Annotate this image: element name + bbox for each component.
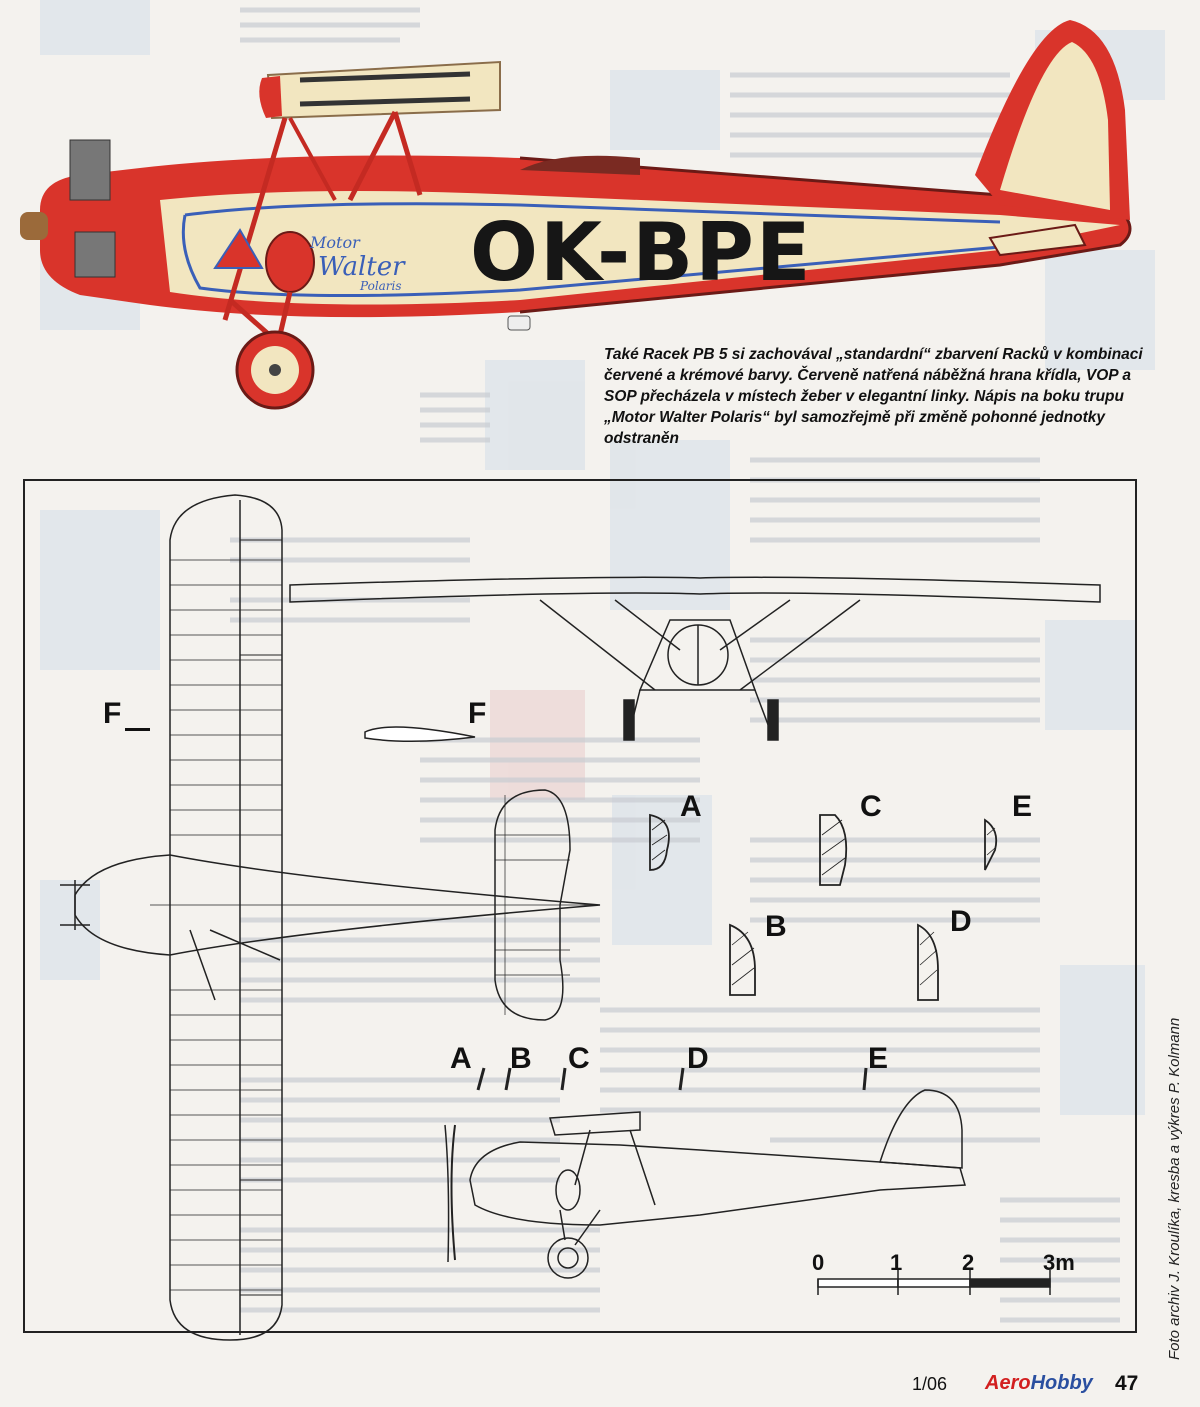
logo-hobby-text: Hobby	[1030, 1372, 1093, 1394]
section-label-a: A	[680, 790, 702, 823]
front-view-drawing	[289, 576, 1101, 741]
svg-text:Walter: Walter	[318, 252, 406, 282]
section-marker-line	[125, 728, 150, 731]
drawing-frame	[23, 479, 1137, 1333]
station-label-e: E	[868, 1042, 889, 1075]
svg-text:Motor: Motor	[309, 233, 361, 252]
logo-aero-text: Aero	[985, 1372, 1031, 1394]
section-label-f-left: F	[103, 697, 122, 730]
scale-bar	[817, 1270, 1051, 1295]
color-profile-aircraft: Motor Walter Polaris	[20, 20, 1132, 410]
svg-text:Polaris: Polaris	[359, 279, 402, 293]
section-label-e: E	[1012, 790, 1033, 823]
registration-marking: OK-BPE	[470, 206, 813, 299]
section-hatching	[651, 819, 996, 986]
plan-view-drawing	[60, 494, 601, 1341]
station-label-d: D	[687, 1042, 709, 1075]
section-label-c: C	[860, 790, 882, 823]
scale-label-0: 0	[812, 1250, 825, 1275]
station-label-b: B	[510, 1042, 532, 1075]
station-label-a: A	[450, 1042, 472, 1075]
airfoil-section-f	[364, 726, 476, 743]
image-credit: Foto archiv J. Kroulíka, kresba a výkres…	[1166, 1017, 1183, 1360]
section-label-b: B	[765, 910, 787, 943]
scale-label-2: 2	[962, 1250, 975, 1275]
page-number: 47	[1115, 1372, 1139, 1395]
issue-number: 1/06	[912, 1374, 948, 1394]
section-label-f-right: F	[468, 697, 487, 730]
section-label-d: D	[950, 905, 972, 938]
scale-label-3m: 3m	[1043, 1250, 1075, 1275]
side-view-drawing	[444, 1067, 966, 1279]
station-label-c: C	[568, 1042, 590, 1075]
scale-label-1: 1	[890, 1250, 903, 1275]
photo-caption: Také Racek PB 5 si zachovával „standardn…	[604, 346, 1143, 447]
magazine-logo: AeroHobby	[985, 1372, 1093, 1395]
